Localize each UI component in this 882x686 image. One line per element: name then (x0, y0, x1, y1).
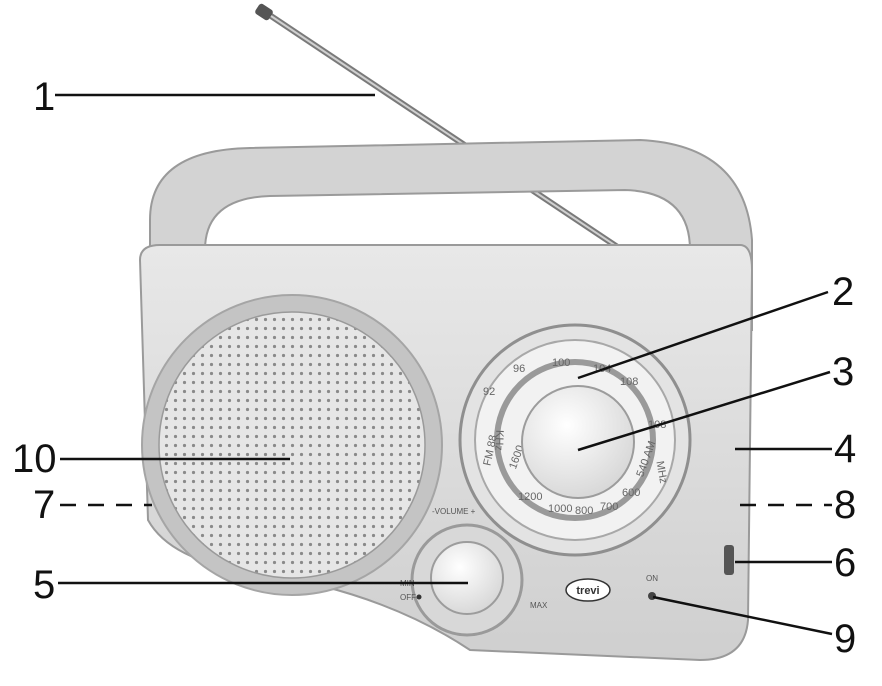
dial-scale-ring (494, 359, 656, 521)
tuning-dial: FM 88 92 96 100 104 108 108 MHz 1600 120… (458, 323, 692, 557)
carry-handle (149, 138, 753, 331)
leader-3 (577, 370, 831, 452)
leader-2 (577, 290, 829, 380)
volume-label: -VOLUME + (432, 507, 476, 516)
callout-1: 1 (33, 75, 55, 119)
headphone-jack (724, 545, 734, 575)
callout-3: 3 (832, 350, 854, 394)
callout-8: 8 (834, 483, 856, 527)
callout-9: 9 (834, 617, 856, 661)
am-mark-700: 700 (600, 501, 618, 513)
callout-10: 10 (12, 437, 57, 481)
volume-knob[interactable] (430, 541, 504, 615)
am-mark-1000: 1000 (548, 503, 572, 515)
am-mark-800: 800 (575, 505, 593, 517)
fm-mark-108: 108 (620, 376, 638, 388)
leader-lines (55, 93, 833, 636)
brand-logo: trevi (565, 578, 611, 602)
am-mark-600: 600 (622, 487, 640, 499)
callout-numbers: 1 2 3 4 5 6 7 8 9 10 (12, 75, 856, 661)
speaker-grille (141, 294, 443, 596)
brand-text: trevi (576, 585, 599, 597)
volume-control: -VOLUME + MAX OFF MIN (400, 507, 548, 637)
power-led (648, 592, 656, 600)
leader-9 (652, 595, 833, 636)
fm-mark-100: 100 (552, 357, 570, 369)
callout-4: 4 (834, 427, 856, 471)
callout-7: 7 (33, 483, 55, 527)
volume-max-label: MAX (530, 601, 548, 610)
callout-6: 6 (834, 541, 856, 585)
callout-2: 2 (832, 270, 854, 314)
tuning-knob[interactable] (521, 385, 635, 499)
fm-mark-92: 92 (483, 386, 495, 398)
fm-mark-96: 96 (513, 363, 525, 375)
am-unit: KHz (492, 430, 505, 451)
power-label: ON (646, 574, 658, 583)
callout-5: 5 (33, 563, 55, 607)
off-indicator-dot (416, 594, 422, 600)
fm-unit: MHz (653, 460, 669, 484)
volume-off-label: OFF (400, 593, 416, 602)
am-mark-1200: 1200 (518, 491, 542, 503)
